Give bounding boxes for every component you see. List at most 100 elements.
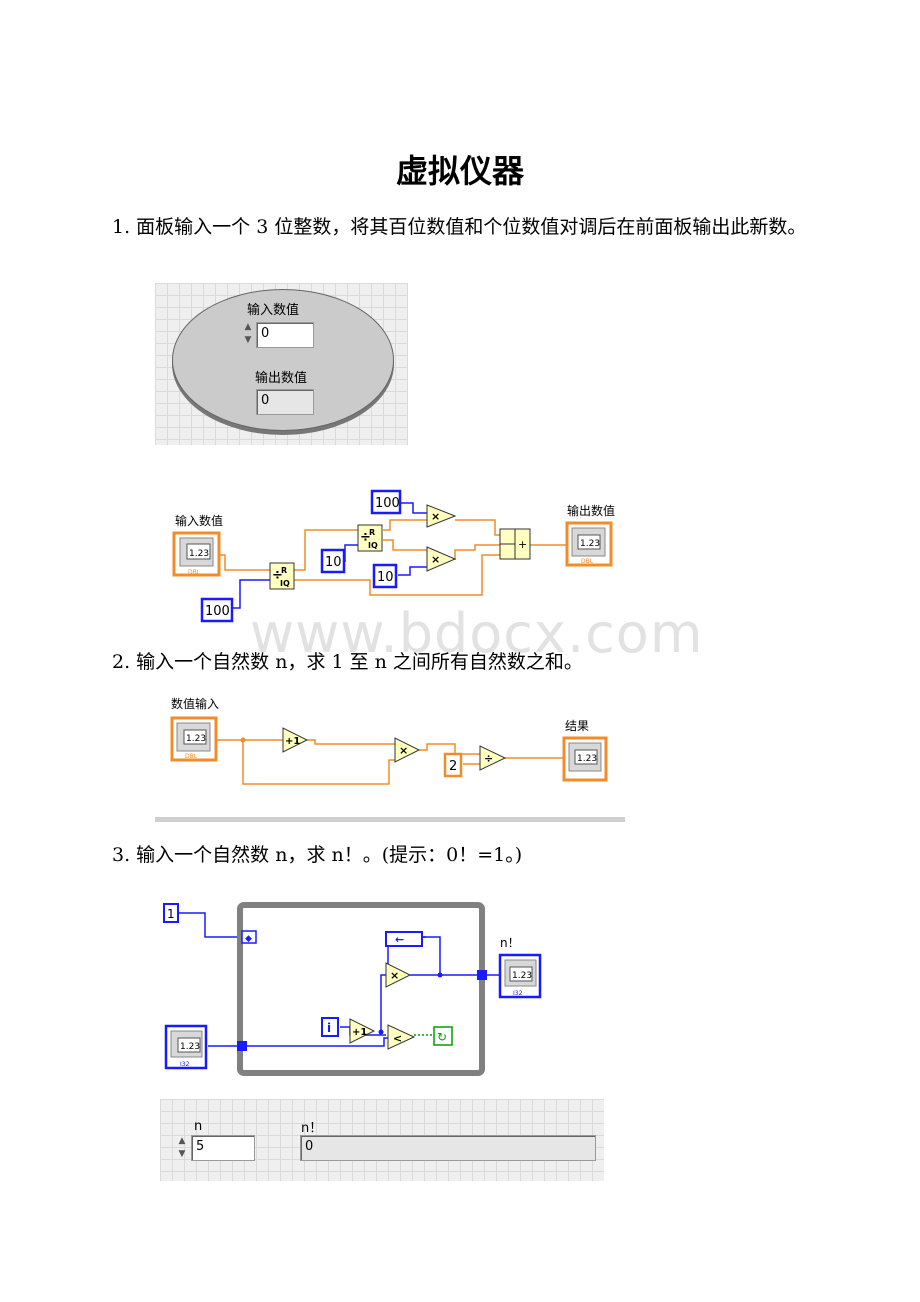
shift-register-left <box>241 930 257 944</box>
svg-text:100: 100 <box>205 604 230 619</box>
wire-100-top <box>398 502 427 514</box>
wire-mul2-out <box>454 544 500 560</box>
svg-text:I32: I32 <box>180 1061 190 1068</box>
svg-text:÷: ÷ <box>272 568 283 583</box>
svg-text:DBL: DBL <box>185 753 198 760</box>
watermark: www.bdocx.com <box>250 602 704 665</box>
question-3-text: 3. 输入一个自然数 n，求 n！。(提示：0！=1。) <box>112 844 523 866</box>
iteration-terminal <box>321 1017 339 1037</box>
increment-decrement-icon[interactable]: ▲▼ <box>178 1136 186 1159</box>
multiply-node-1 <box>426 504 457 528</box>
svg-text:1.23: 1.23 <box>180 1042 200 1052</box>
wire-inc-to-mul <box>380 974 386 1032</box>
diagram-output-label: 输出数值 <box>567 503 615 518</box>
svg-text:1.23: 1.23 <box>580 539 600 549</box>
wire-div2-q <box>383 519 427 531</box>
svg-text:1.23: 1.23 <box>186 734 206 744</box>
wire-remainder <box>289 554 500 596</box>
block-diagram-2: 数值输入 1.23 DBL +1 × ÷ 2 结果 1.23 <box>155 696 625 822</box>
wire-10-left <box>344 544 358 562</box>
wire-n-to-compare <box>208 1037 388 1047</box>
wire-div1-to-div2 <box>289 529 358 571</box>
wire-div2-r <box>383 539 427 551</box>
svg-text:<: < <box>393 1032 402 1045</box>
divide-node <box>479 745 507 771</box>
input-label: 输入数值 <box>247 303 300 318</box>
svg-text:+1: +1 <box>352 1027 367 1038</box>
question-1-text: 1. 面板输入一个 3 位整数，将其百位数值和个位数值对调后在前面板输出此新数。 <box>112 216 807 238</box>
constant-100-bottom <box>200 597 234 623</box>
question-2-text: 2. 输入一个自然数 n，求 1 至 n 之间所有自然数之和。 <box>112 651 583 673</box>
svg-text:◆: ◆ <box>245 934 252 944</box>
svg-text:IQ: IQ <box>280 579 290 588</box>
multiply-node <box>385 962 412 988</box>
quotient-remainder-node-2 <box>357 524 383 552</box>
output-label: 输出数值 <box>255 371 308 386</box>
multiply-node <box>394 737 421 763</box>
increment-node <box>282 727 309 753</box>
svg-text:DBL: DBL <box>188 569 201 576</box>
page-title: 虚拟仪器 <box>395 152 524 190</box>
multiply-node-2 <box>426 546 457 572</box>
svg-text:10: 10 <box>325 555 342 570</box>
output-numeric-indicator: 0 <box>256 389 314 415</box>
n-numeric-field[interactable]: 5 <box>191 1135 255 1161</box>
diagram-output-label: 结果 <box>565 719 589 733</box>
svg-text:R: R <box>281 566 287 575</box>
input-numeric-field[interactable]: 0 <box>256 322 314 348</box>
svg-text:I32: I32 <box>513 990 523 997</box>
svg-text:×: × <box>399 744 408 757</box>
increment-decrement-icon[interactable]: ▲▼ <box>244 322 252 345</box>
svg-text:IQ: IQ <box>368 541 378 550</box>
front-panel-1: 输入数值 ▲▼ 0 输出数值 0 <box>155 283 408 445</box>
svg-text:+: + <box>518 538 527 551</box>
stop-condition-icon <box>433 1026 453 1046</box>
constant-10-left <box>320 548 346 574</box>
constant-10-right <box>372 563 398 589</box>
quotient-remainder-node-1 <box>269 562 295 590</box>
for-loop-frame <box>237 902 485 1076</box>
constant-100-top <box>370 489 402 515</box>
wire-const-1-to-shift <box>178 912 242 938</box>
front-panel-3: n ▲▼ 5 n！ 0 <box>160 1099 604 1181</box>
block-diagram-1: 输入数值 1.23 DBL ÷ R IQ ÷ R IQ × × + 100 10… <box>172 489 615 623</box>
diagram-input-label: 输入数值 <box>175 513 223 528</box>
svg-text:÷: ÷ <box>360 530 371 545</box>
increment-node <box>349 1018 376 1044</box>
svg-text:1.23: 1.23 <box>512 971 532 981</box>
svg-text:DBL: DBL <box>581 558 594 565</box>
n-label: n <box>194 1119 203 1134</box>
diagram-output-label: n！ <box>500 936 520 950</box>
svg-text:←: ← <box>395 933 404 946</box>
output-tunnel <box>477 970 487 980</box>
svg-text:÷: ÷ <box>484 752 493 765</box>
wire-input-to-divide1 <box>219 554 270 571</box>
svg-text:↻: ↻ <box>437 1030 447 1044</box>
wire-100-bottom <box>233 579 270 609</box>
svg-text:×: × <box>390 969 399 982</box>
svg-text:+1: +1 <box>285 736 300 747</box>
svg-text:100: 100 <box>375 496 400 511</box>
wire-10-right <box>398 566 427 576</box>
svg-text:2: 2 <box>449 759 457 774</box>
input-tunnel <box>237 1041 247 1051</box>
less-than-node <box>387 1024 416 1050</box>
feedback-node <box>385 931 423 947</box>
diagram-input-label: 数值输入 <box>171 696 219 711</box>
nfact-indicator: 0 <box>300 1135 596 1161</box>
svg-text:1.23: 1.23 <box>577 754 597 764</box>
svg-text:i: i <box>327 1021 331 1035</box>
wire-mul1-out <box>455 519 500 536</box>
svg-text:×: × <box>431 510 440 523</box>
wire-mul-to-div <box>419 743 480 755</box>
wire-inc-to-mul <box>307 739 395 745</box>
wire-input-to-mul <box>242 740 395 785</box>
constant-1 <box>163 903 179 923</box>
input-terminal-text: 1.23 <box>189 549 209 559</box>
wire-to-shift-right <box>422 936 441 975</box>
svg-text:10: 10 <box>377 570 394 585</box>
svg-text:R: R <box>369 528 375 537</box>
block-diagram-3: 1 ◆ ← × i +1 < ↻ 1.23 I32 n！ 1.23 I32 <box>163 902 542 1076</box>
svg-text:1: 1 <box>167 907 175 921</box>
constant-2 <box>443 752 463 778</box>
